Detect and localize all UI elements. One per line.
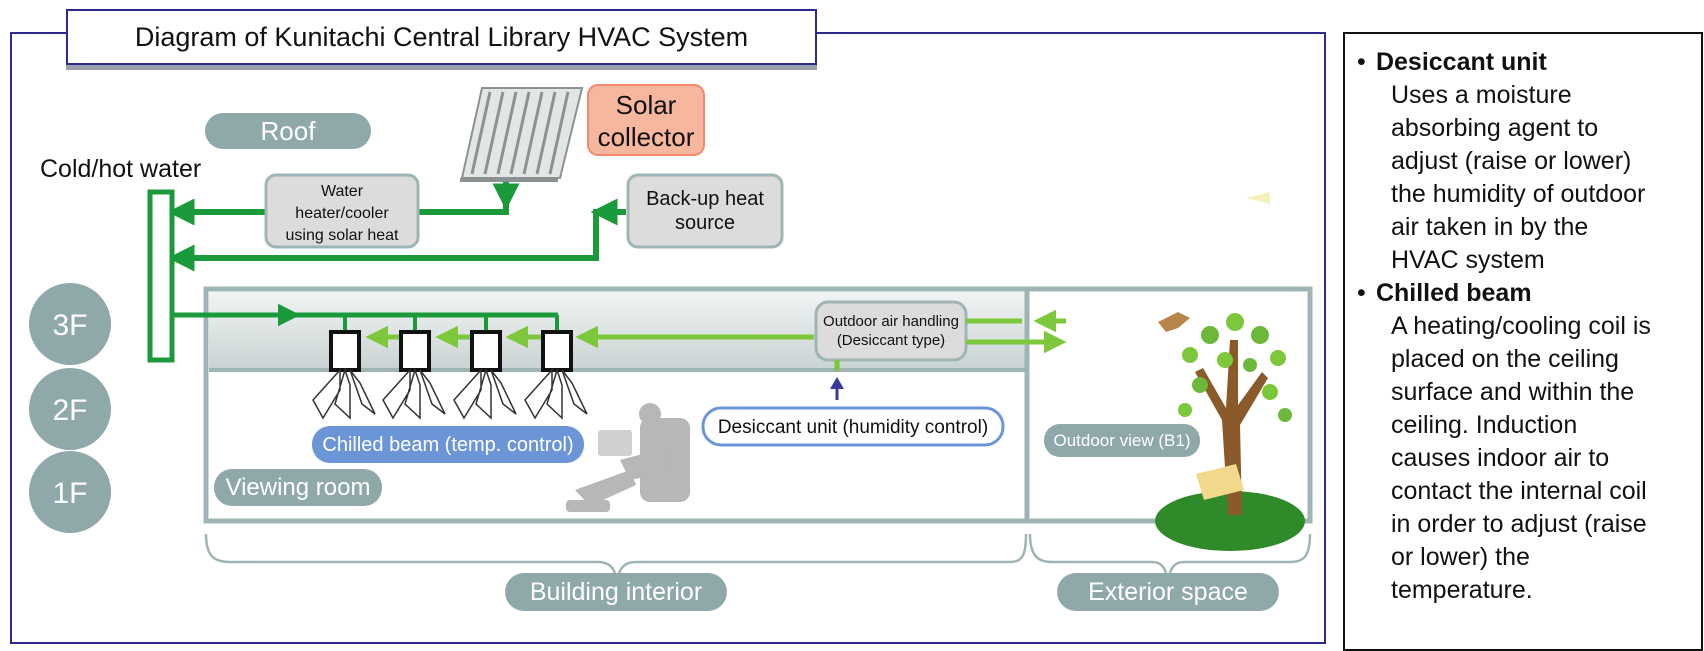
water-heater-box (264, 173, 420, 249)
note-line: or lower) the (1391, 543, 1530, 571)
chilled-beam-pill (312, 426, 584, 463)
outdoor-air-pipes (966, 309, 1067, 354)
exterior-space-label: Exterior space (1088, 578, 1248, 606)
note-line: temperature. (1391, 576, 1533, 604)
floor-indicators (29, 283, 111, 533)
building-outline (203, 286, 1313, 524)
floor-2f: 2F (52, 394, 87, 427)
blue-up-arrow (830, 377, 844, 400)
note-line: causes indoor air to (1391, 444, 1610, 472)
diagram-title: Diagram of Kunitachi Central Library HVA… (66, 9, 817, 65)
water-riser (147, 189, 175, 363)
backup-heat-label-2: source (675, 212, 735, 234)
air-diffusion-fans (312, 367, 588, 420)
person-reading-icon (566, 403, 690, 512)
solar-panel-icon (460, 87, 584, 182)
note-line: absorbing agent to (1391, 114, 1599, 142)
ceiling-diffuser-icon (329, 330, 573, 372)
exterior-space-pill (1057, 573, 1279, 611)
tree-icon (1155, 313, 1305, 551)
note-line: the humidity of outdoor (1391, 180, 1646, 208)
solar-collector-label-1: Solar (616, 90, 677, 120)
outdoor-view-label: Outdoor view (B1) (1054, 431, 1191, 450)
water-heater-label-1: Water (321, 183, 364, 200)
water-heater-label-2: heater/cooler (295, 205, 389, 222)
bench-icon (1196, 464, 1244, 500)
note-line: surface and within the (1391, 378, 1635, 406)
note-line: adjust (raise or lower) (1391, 147, 1632, 175)
roof-label: Roof (261, 116, 317, 146)
outdoor-air-handling-box (814, 300, 968, 362)
outdoor-view-pill (1044, 424, 1200, 457)
note-line: A heating/cooling coil is (1391, 312, 1651, 340)
note-line: contact the internal coil (1391, 477, 1647, 505)
bullet: • (1357, 48, 1366, 76)
outdoor-air-label-2: (Desiccant type) (837, 332, 945, 349)
side-notes: • Desiccant unit Uses a moisture absorbi… (1343, 32, 1703, 651)
note-chilled-beam: • Chilled beam A heating/cooling coil is… (1357, 277, 1693, 607)
bird-icon (1158, 312, 1190, 332)
roof-pill (205, 113, 371, 149)
chilled-beam-label: Chilled beam (temp. control) (322, 434, 573, 456)
backup-heat-box (626, 173, 784, 249)
note-line: in order to adjust (raise (1391, 510, 1647, 538)
floor-1f: 1F (52, 477, 87, 510)
floor-3f: 3F (52, 309, 87, 342)
outdoor-air-label-1: Outdoor air handling (823, 313, 959, 330)
viewing-room-label: Viewing room (226, 474, 371, 501)
note-heading: Chilled beam (1375, 279, 1532, 307)
bullet: • (1357, 279, 1366, 307)
building-interior-label: Building interior (530, 578, 702, 606)
note-line: ceiling. Induction (1391, 411, 1578, 439)
desiccant-unit-label: Desiccant unit (humidity control) (718, 417, 988, 438)
note-line: air taken in by the (1391, 213, 1589, 241)
note-line: placed on the ceiling (1391, 345, 1619, 373)
note-desiccant: • Desiccant unit Uses a moisture absorbi… (1357, 46, 1693, 277)
water-heater-label-3: using solar heat (286, 227, 400, 244)
note-line: Uses a moisture (1391, 81, 1572, 109)
solar-collector-box (587, 84, 705, 156)
desiccant-unit-pill (701, 406, 1005, 447)
note-heading: Desiccant unit (1375, 48, 1547, 76)
cold-hot-water-label: Cold/hot water (40, 155, 201, 183)
backup-heat-label-1: Back-up heat (646, 188, 764, 210)
viewing-room-pill (214, 469, 382, 506)
highlight-mark (1246, 192, 1270, 204)
building-interior-pill (505, 573, 727, 611)
solar-collector-label-2: collector (598, 122, 695, 152)
note-line: HVAC system (1391, 246, 1545, 274)
